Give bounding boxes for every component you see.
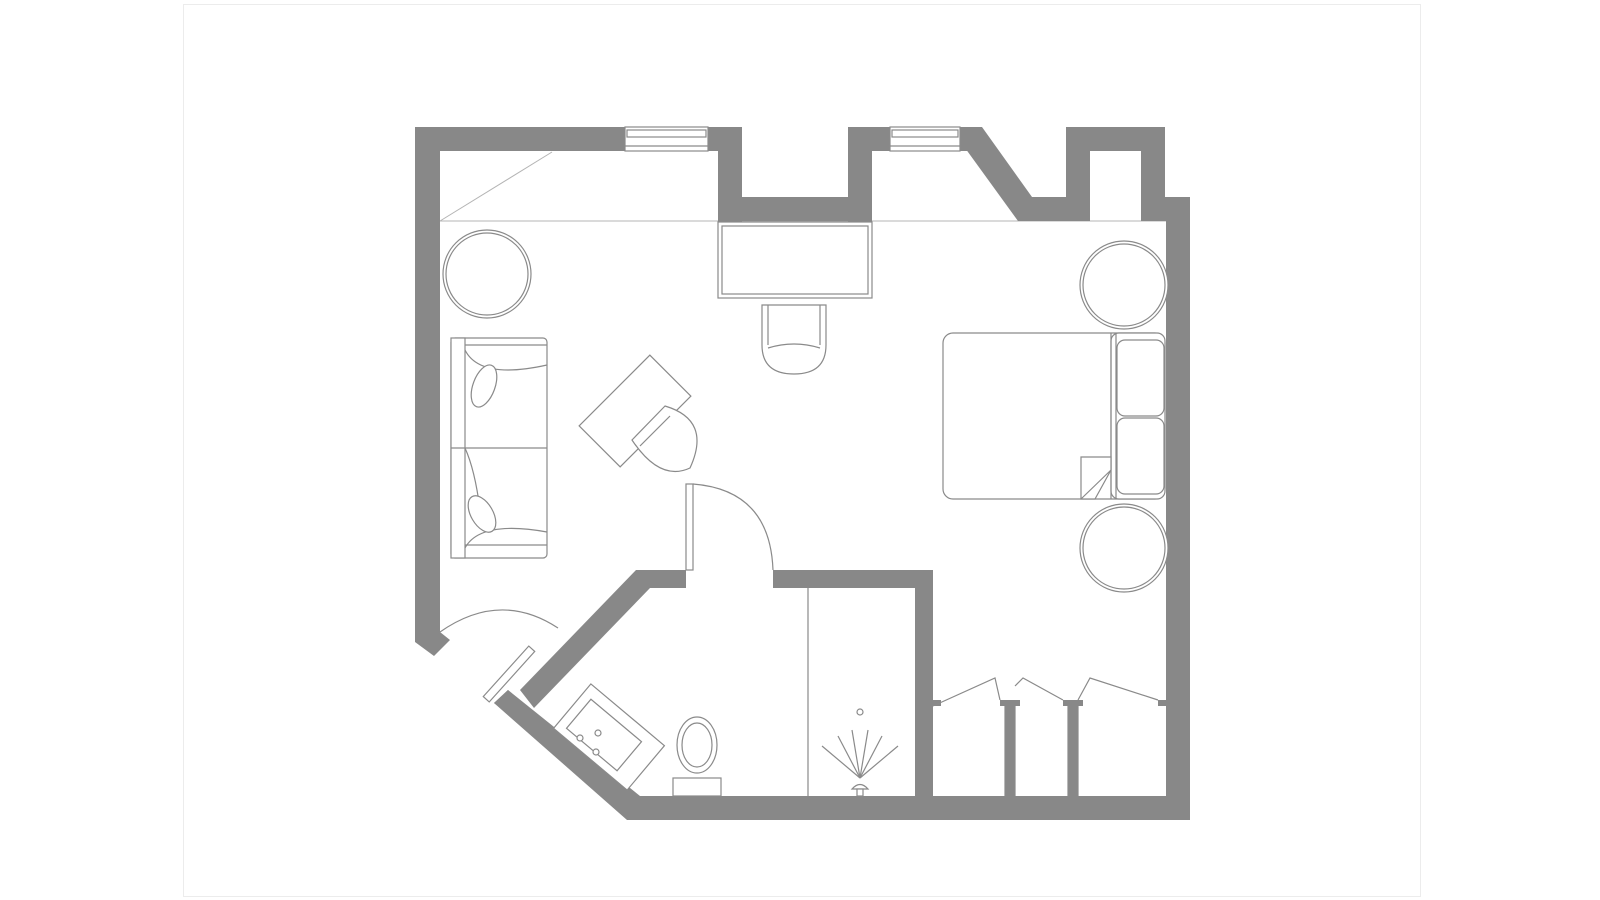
wall-bottom <box>627 796 1190 820</box>
writing-desk <box>717 221 873 299</box>
double-bed <box>942 332 1166 500</box>
exterior-walls <box>415 127 1190 820</box>
nightstand-bottom <box>1079 503 1169 593</box>
wall-top-left <box>415 127 625 151</box>
bathroom-wall-diagonal <box>520 570 650 708</box>
bathroom-wall-top-left <box>636 570 686 588</box>
shower-head <box>821 729 899 797</box>
floor-plan-frame <box>183 4 1421 897</box>
bathroom-wall-right <box>915 570 933 796</box>
toilet <box>672 716 722 797</box>
angled-desk-chair <box>631 405 698 473</box>
window-left <box>624 126 709 152</box>
wall-angled-top <box>960 127 1032 221</box>
wall-chimney-right <box>1141 127 1165 199</box>
wardrobe-doors <box>932 677 1159 707</box>
wall-top-right-a <box>848 127 890 151</box>
wardrobe-interior <box>933 700 1166 796</box>
wall-left <box>415 127 440 632</box>
shower <box>807 588 899 797</box>
sofa <box>450 337 548 559</box>
nightstand-top <box>1079 240 1169 330</box>
bathroom-door <box>685 483 774 571</box>
wall-angled-bottom <box>494 690 640 820</box>
wardrobe-divider-1 <box>1005 700 1015 796</box>
entry-door <box>439 609 559 703</box>
bathroom-wall-top-right <box>773 570 933 588</box>
window-right <box>889 126 961 152</box>
wall-door-jamb <box>494 690 517 711</box>
sink-vanity <box>552 683 666 791</box>
alcove-wall-bottom <box>718 197 872 221</box>
writing-desk-chair <box>761 304 827 375</box>
round-side-table-left <box>442 229 532 319</box>
wardrobe-divider-2 <box>1068 700 1078 796</box>
wall-right <box>1166 197 1190 820</box>
wall-left-corner <box>415 632 450 656</box>
